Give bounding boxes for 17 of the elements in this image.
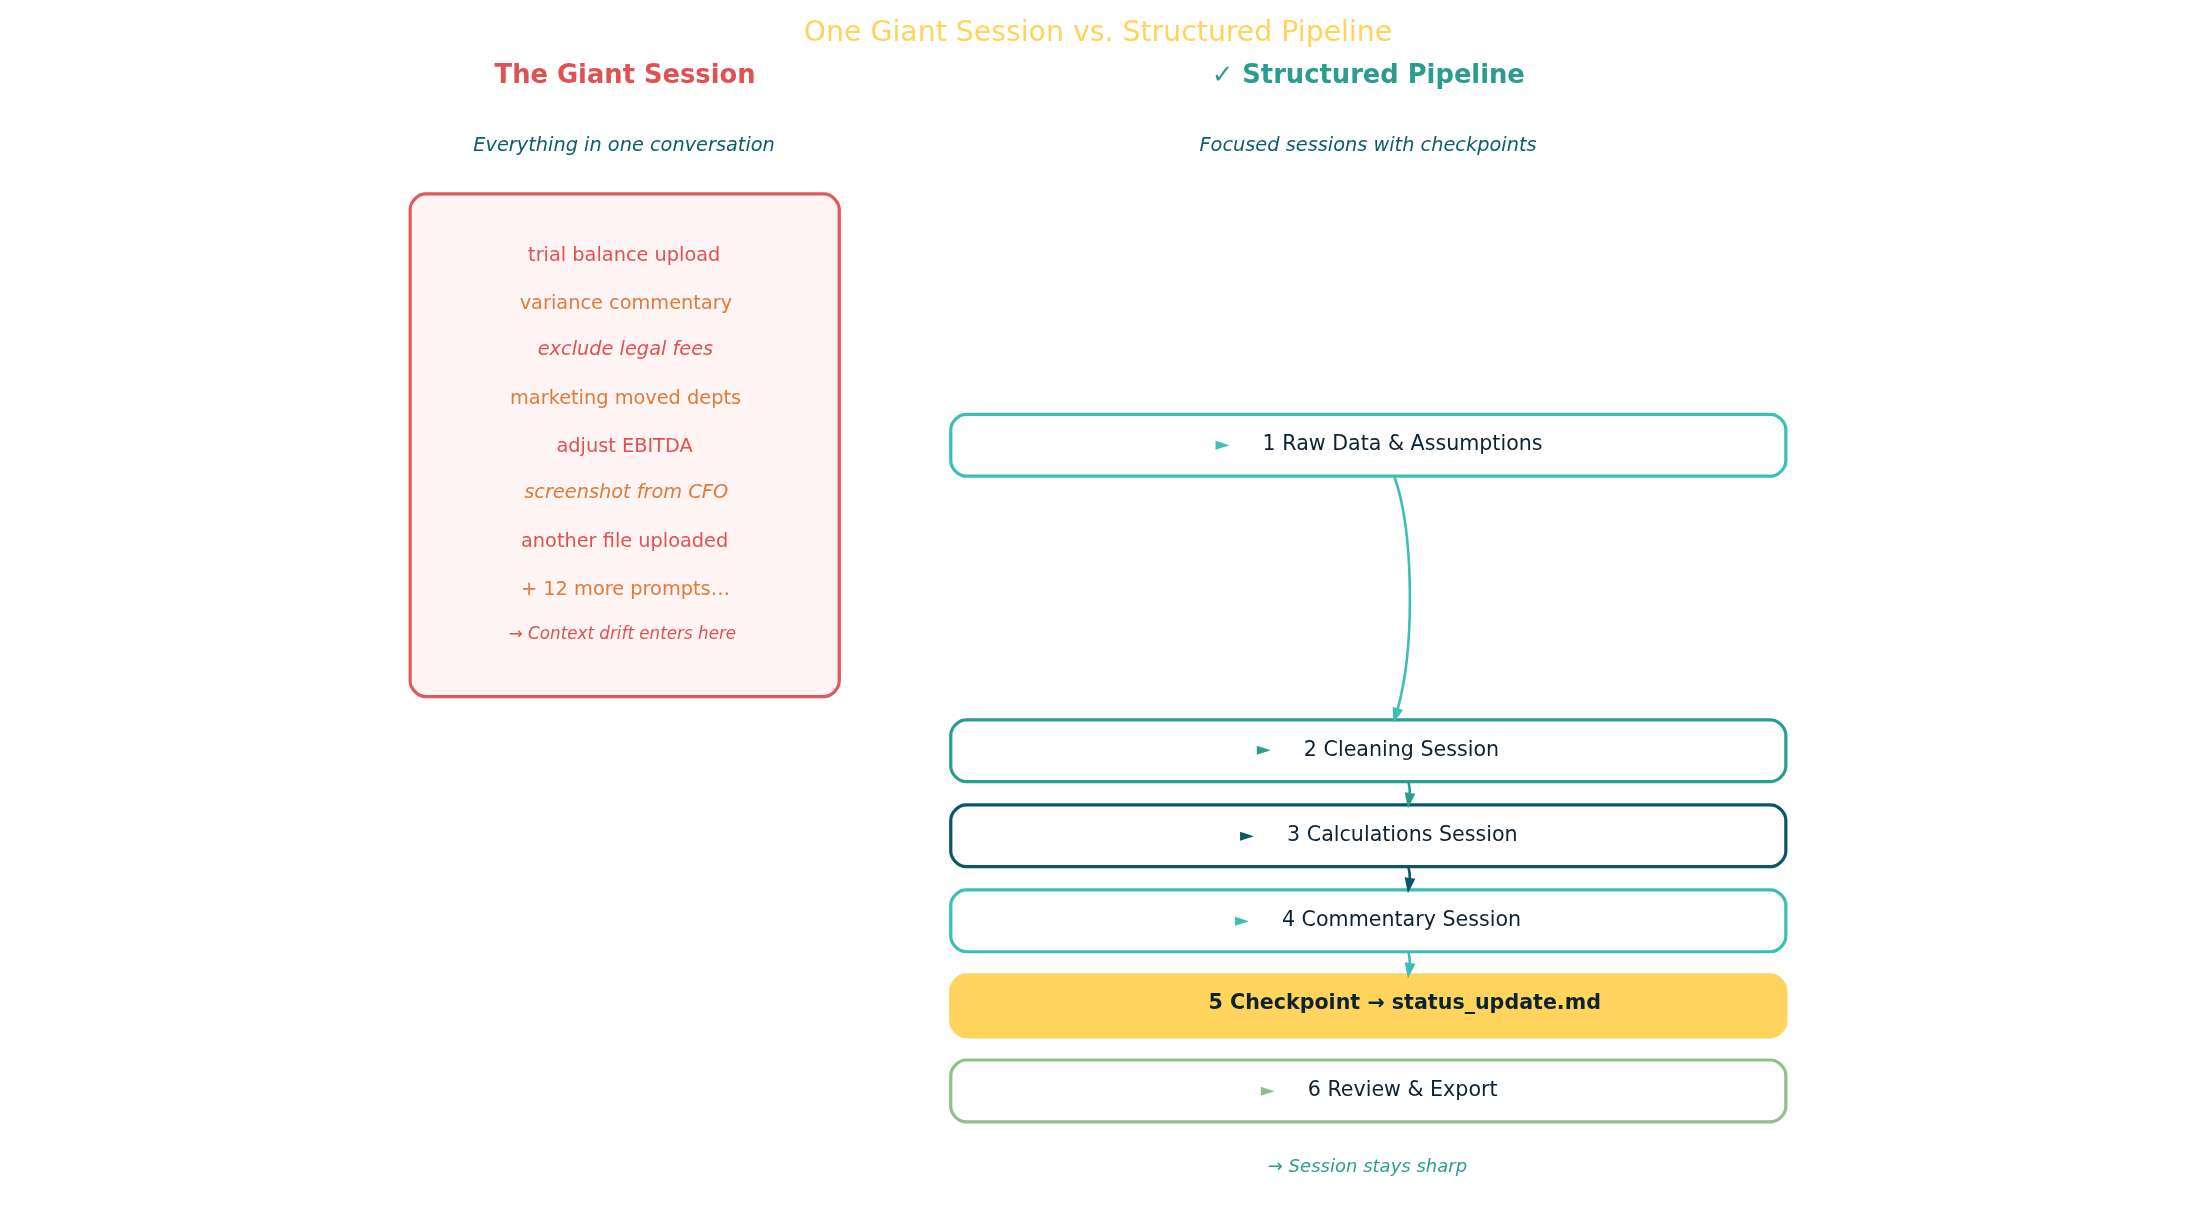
- diagram-title: One Giant Session vs. Structured Pipeline: [803, 15, 1393, 49]
- arrow: [1404, 781, 1416, 809]
- label: ✓ Structured Pipeline: [1211, 59, 1525, 90]
- arrow: [1404, 866, 1416, 894]
- node-box: ► 4 Commentary Session: [949, 888, 1788, 954]
- arrow: [1392, 476, 1412, 724]
- node-box: ► 1 Raw Data & Assumptions: [949, 412, 1788, 478]
- arrow: [1404, 951, 1416, 979]
- label: Everything in one conversation: [473, 132, 775, 156]
- node-box: 5 Checkpoint → status_update.md: [949, 973, 1788, 1039]
- node-box: ► 6 Review & Export: [949, 1058, 1788, 1124]
- node-box: ► 2 Cleaning Session: [949, 718, 1788, 784]
- label: The Giant Session: [494, 59, 756, 90]
- node-box: trial balance upload variance commentary exclude legal fees marketing moved depts adjust EBITDA screenshot from CFO another file uploaded + 12 more prompts… → Context drift enters here: [408, 192, 841, 699]
- label: Focused sessions with checkpoints: [1199, 132, 1537, 156]
- node-box: ► 3 Calculations Session: [949, 803, 1788, 869]
- label: → Session stays sharp: [1267, 1154, 1468, 1176]
